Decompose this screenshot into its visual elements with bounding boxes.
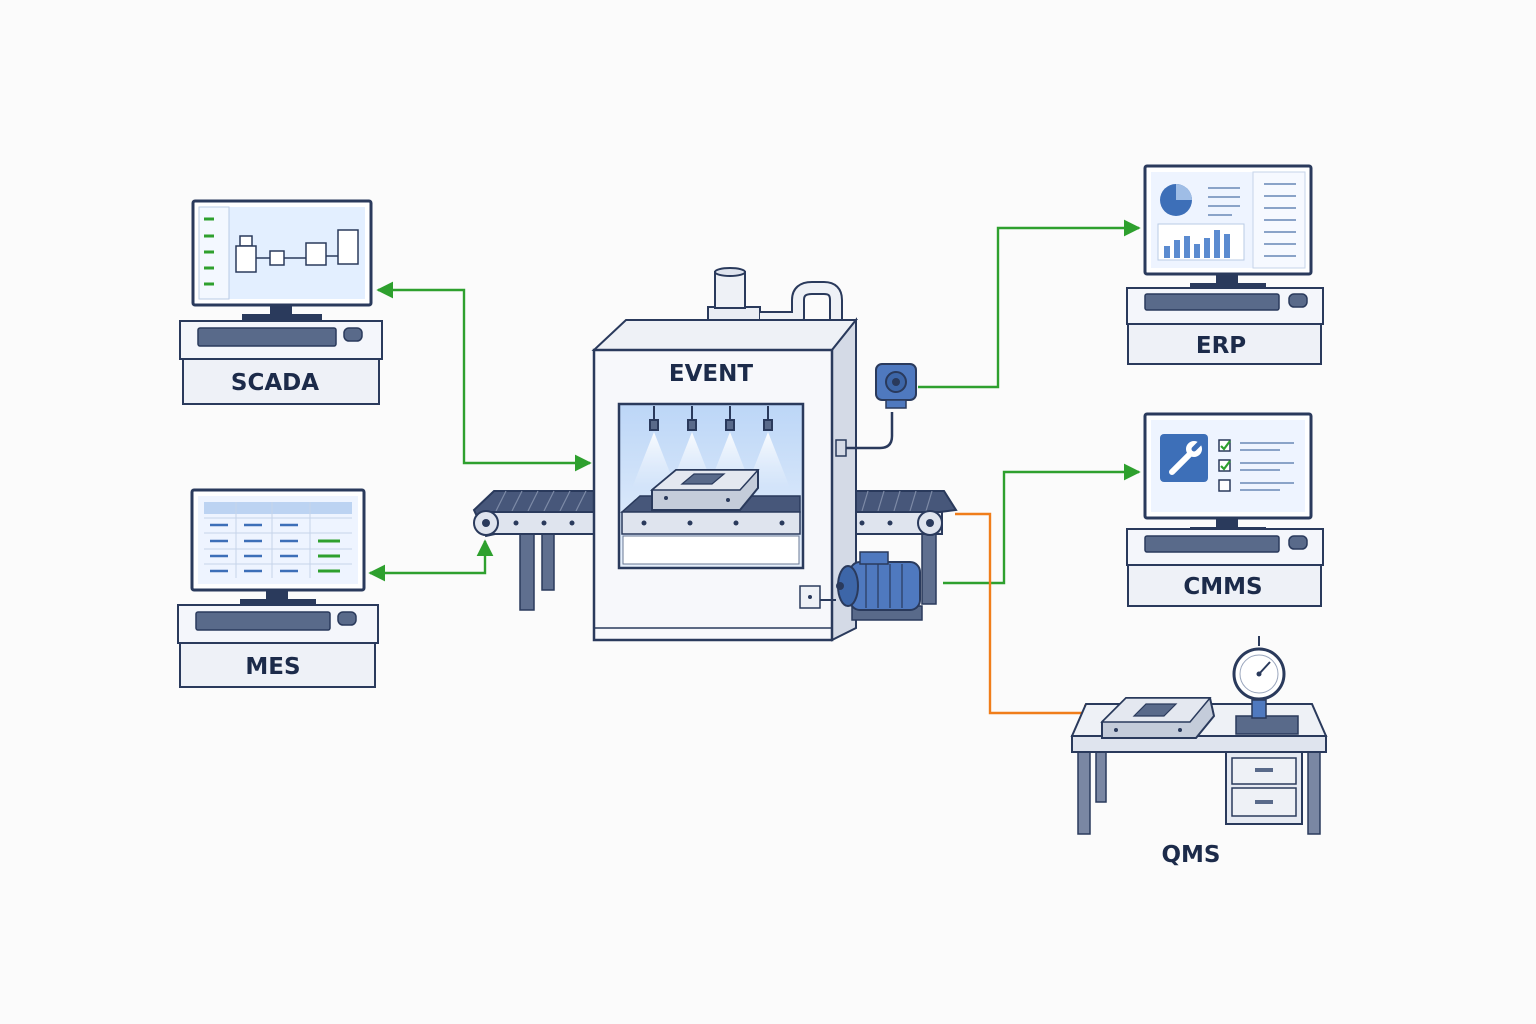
erp-workstation: ERP (1126, 164, 1324, 365)
keyboard (195, 611, 331, 631)
keyboard (1144, 293, 1280, 311)
mes-workstation: MES (177, 488, 379, 688)
conveyor-leg (921, 533, 937, 605)
mouse (337, 611, 357, 626)
qms-label: QMS (1161, 842, 1220, 868)
bar-chart-icon (1164, 230, 1230, 258)
mouse (1288, 535, 1308, 550)
side-port (835, 439, 847, 457)
conveyor (472, 490, 958, 611)
inspected-part (1100, 697, 1216, 739)
sensor (846, 363, 917, 450)
motor (836, 551, 923, 621)
conveyor-leg (541, 533, 555, 591)
label-plate (1127, 323, 1322, 365)
erp-label: ERP (1196, 333, 1246, 359)
cmms-workstation: CMMS (1126, 412, 1324, 607)
scada-label: SCADA (231, 370, 319, 396)
dial-gauge-icon (1232, 636, 1299, 735)
table-leg (1095, 751, 1107, 803)
inner-belt-rail (621, 511, 801, 535)
pie-chart-icon (1160, 184, 1192, 216)
mouse (343, 327, 363, 342)
table-edge (1071, 735, 1327, 753)
keyboard (197, 327, 337, 347)
label-plate (1127, 564, 1322, 607)
monitor-stand (1216, 274, 1238, 284)
event-label: EVENT (669, 361, 753, 387)
monitor-base (1190, 283, 1266, 289)
belt-left-rail (483, 511, 597, 535)
link-mes (368, 539, 494, 582)
workpiece (649, 469, 760, 511)
mes-table (204, 502, 352, 578)
monitor-stand (266, 590, 288, 600)
link-qms (955, 512, 1101, 722)
label-plate (182, 358, 380, 405)
exhaust-cylinder (714, 271, 746, 309)
link-cmms (943, 463, 1141, 585)
monitor-base (240, 599, 316, 605)
mouse (1288, 293, 1308, 308)
machine-top (591, 319, 859, 351)
cmms-label: CMMS (1183, 574, 1262, 600)
monitor-stand (1216, 518, 1238, 528)
connection-lines (368, 219, 1141, 722)
label-plate (179, 642, 376, 688)
spray-nozzles (649, 406, 773, 431)
monitor-base (242, 314, 322, 320)
scada-process-diagram (235, 229, 359, 273)
table-leg (1307, 751, 1321, 835)
monitor-stand (270, 305, 292, 315)
link-scada (376, 281, 592, 472)
scada-sidebar-items (204, 217, 214, 286)
qms-station: QMS (1070, 636, 1328, 868)
mes-label: MES (245, 654, 300, 680)
wrench-icon (1160, 434, 1208, 482)
conveyor-leg (519, 533, 535, 611)
bar-chart-panel (1157, 223, 1245, 261)
table-leg (1077, 751, 1091, 835)
checklist (1218, 439, 1294, 492)
scada-workstation: SCADA (179, 199, 383, 405)
belt-slats (495, 490, 587, 512)
event-machine: EVENT (591, 267, 859, 642)
link-erp (918, 219, 1141, 389)
keyboard (1144, 535, 1280, 553)
motor-body (849, 561, 921, 611)
